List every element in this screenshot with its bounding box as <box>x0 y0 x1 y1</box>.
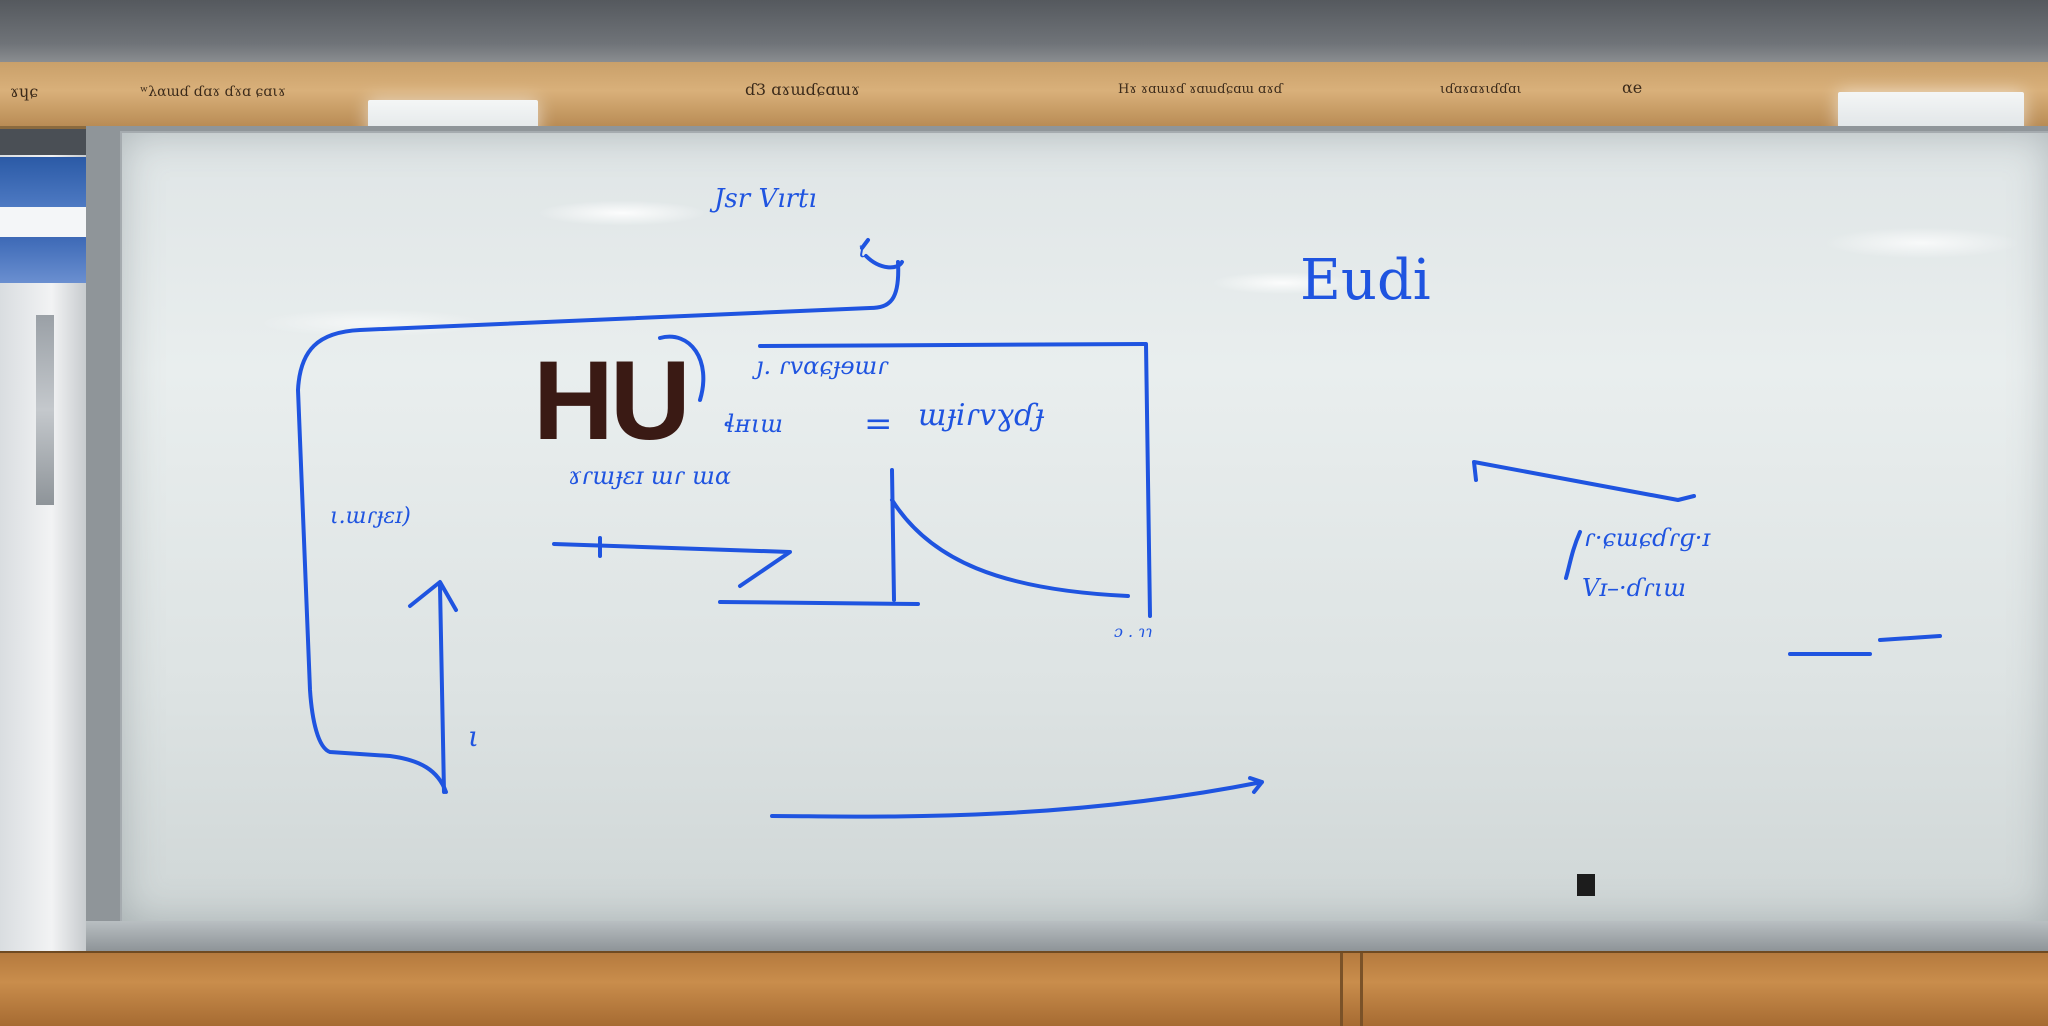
top-marker-text: ι <box>858 238 867 263</box>
big-loop-stroke <box>296 260 901 794</box>
scribble-text: ɔ . ɿɿ <box>1114 622 1153 641</box>
ceiling-light <box>1838 92 2024 132</box>
up-arrow-stroke <box>408 580 458 794</box>
rail-label: αe <box>1622 78 1643 97</box>
rail-label: ɤɥɕ <box>10 82 39 101</box>
scribble-text: Vɪ–·ɗɾιɯ <box>1582 574 1687 602</box>
scribble-text: ɯɟiɾvɣɗɟ <box>918 398 1044 433</box>
ceiling <box>0 0 2048 62</box>
scribble-text: ȷ. ɾvɑɕɟɘɯɾ <box>756 352 889 380</box>
top-tick-stroke <box>860 238 904 270</box>
right-arrow-stroke <box>1472 460 1696 502</box>
posted-paper <box>36 315 54 505</box>
white-strip <box>0 207 86 237</box>
rail-label: ιɗɑɤɑɤιɗɗɑι <box>1440 82 1522 97</box>
scribble-text: ɾ·ɕɯɕɗɾɡ·ɪ <box>1584 524 1711 552</box>
right-bracket-stroke <box>1564 530 1582 580</box>
scribble-text: ɬʜιɯ <box>724 410 784 438</box>
scribble-text: ι <box>468 720 479 753</box>
wood-seam <box>1340 953 1343 1026</box>
scribble-text: ɤɾɯɟɛɪ ɯɾ ɯɑ <box>568 462 732 490</box>
top-note-text: Jsr Vırtı <box>714 184 817 214</box>
blue-stripe <box>0 157 86 209</box>
small-arrow-stroke <box>552 536 792 588</box>
bottom-curve-stroke <box>770 776 1264 819</box>
eraser[interactable] <box>1577 874 1595 896</box>
rail-label: Hɤ ɤɑɯɤɗ ɤɑɯɗɕɑɯ ɑɤɗ <box>1118 82 1283 97</box>
wooden-base-panel <box>0 951 2048 1026</box>
circle-stroke <box>658 334 706 402</box>
marker-tray <box>86 921 2048 951</box>
frame-right-stroke <box>758 342 1152 618</box>
left-wall-panel <box>0 155 86 975</box>
baseline-stroke <box>718 600 920 606</box>
rail-label: ɗ3 ɑɤɯɗɕɑɯɤ <box>745 80 860 99</box>
scribble-text: ι.ɯɾɟɛɪ) <box>330 504 411 529</box>
hu-label: HU <box>533 338 691 463</box>
blue-stripe <box>0 237 86 283</box>
right-dash-stroke <box>1788 634 1942 656</box>
equals-sign-text: = <box>864 404 893 444</box>
eudi-heading: Eudi <box>1300 248 1431 313</box>
wood-seam <box>1360 953 1363 1026</box>
decay-curve-stroke <box>890 468 1130 602</box>
rail-label: ʷλαɯɗ ɗɑɤ ɗɤɑ ɕɑιɤ <box>140 84 286 100</box>
